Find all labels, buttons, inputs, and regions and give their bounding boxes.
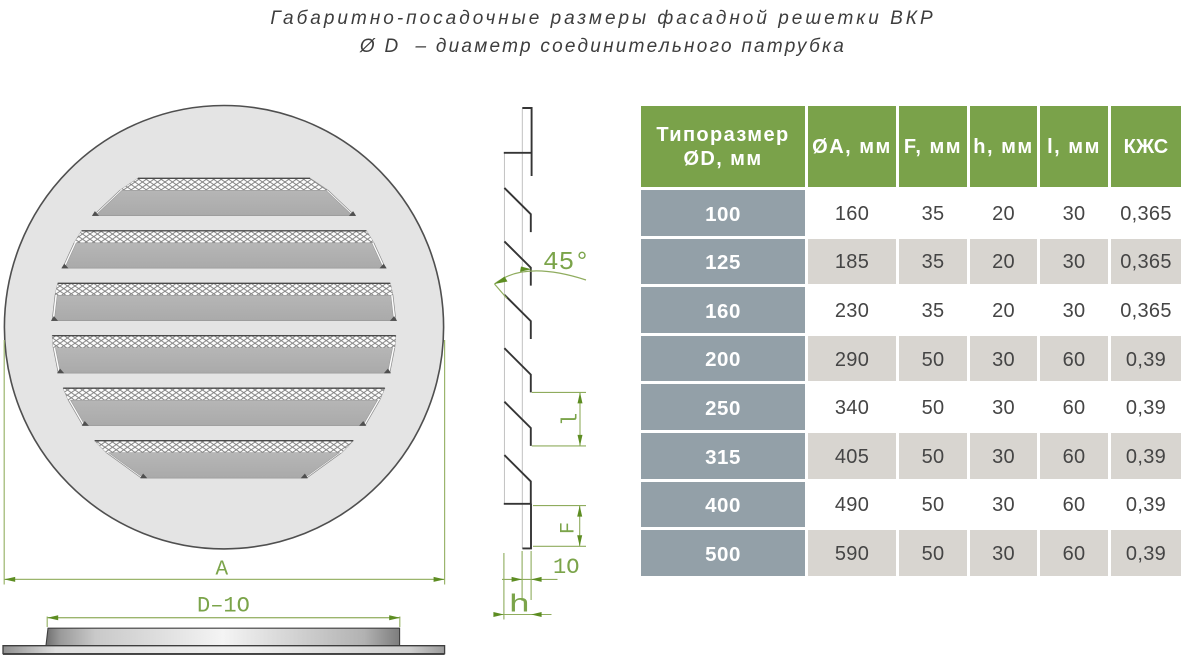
svg-text:1O: 1O xyxy=(553,555,579,580)
svg-text:A: A xyxy=(216,559,229,582)
svg-text:F: F xyxy=(558,522,581,534)
svg-text:D–1O: D–1O xyxy=(197,594,250,619)
svg-text:l: l xyxy=(559,413,584,426)
svg-text:45°: 45° xyxy=(543,247,590,277)
svg-text:h: h xyxy=(509,591,531,619)
